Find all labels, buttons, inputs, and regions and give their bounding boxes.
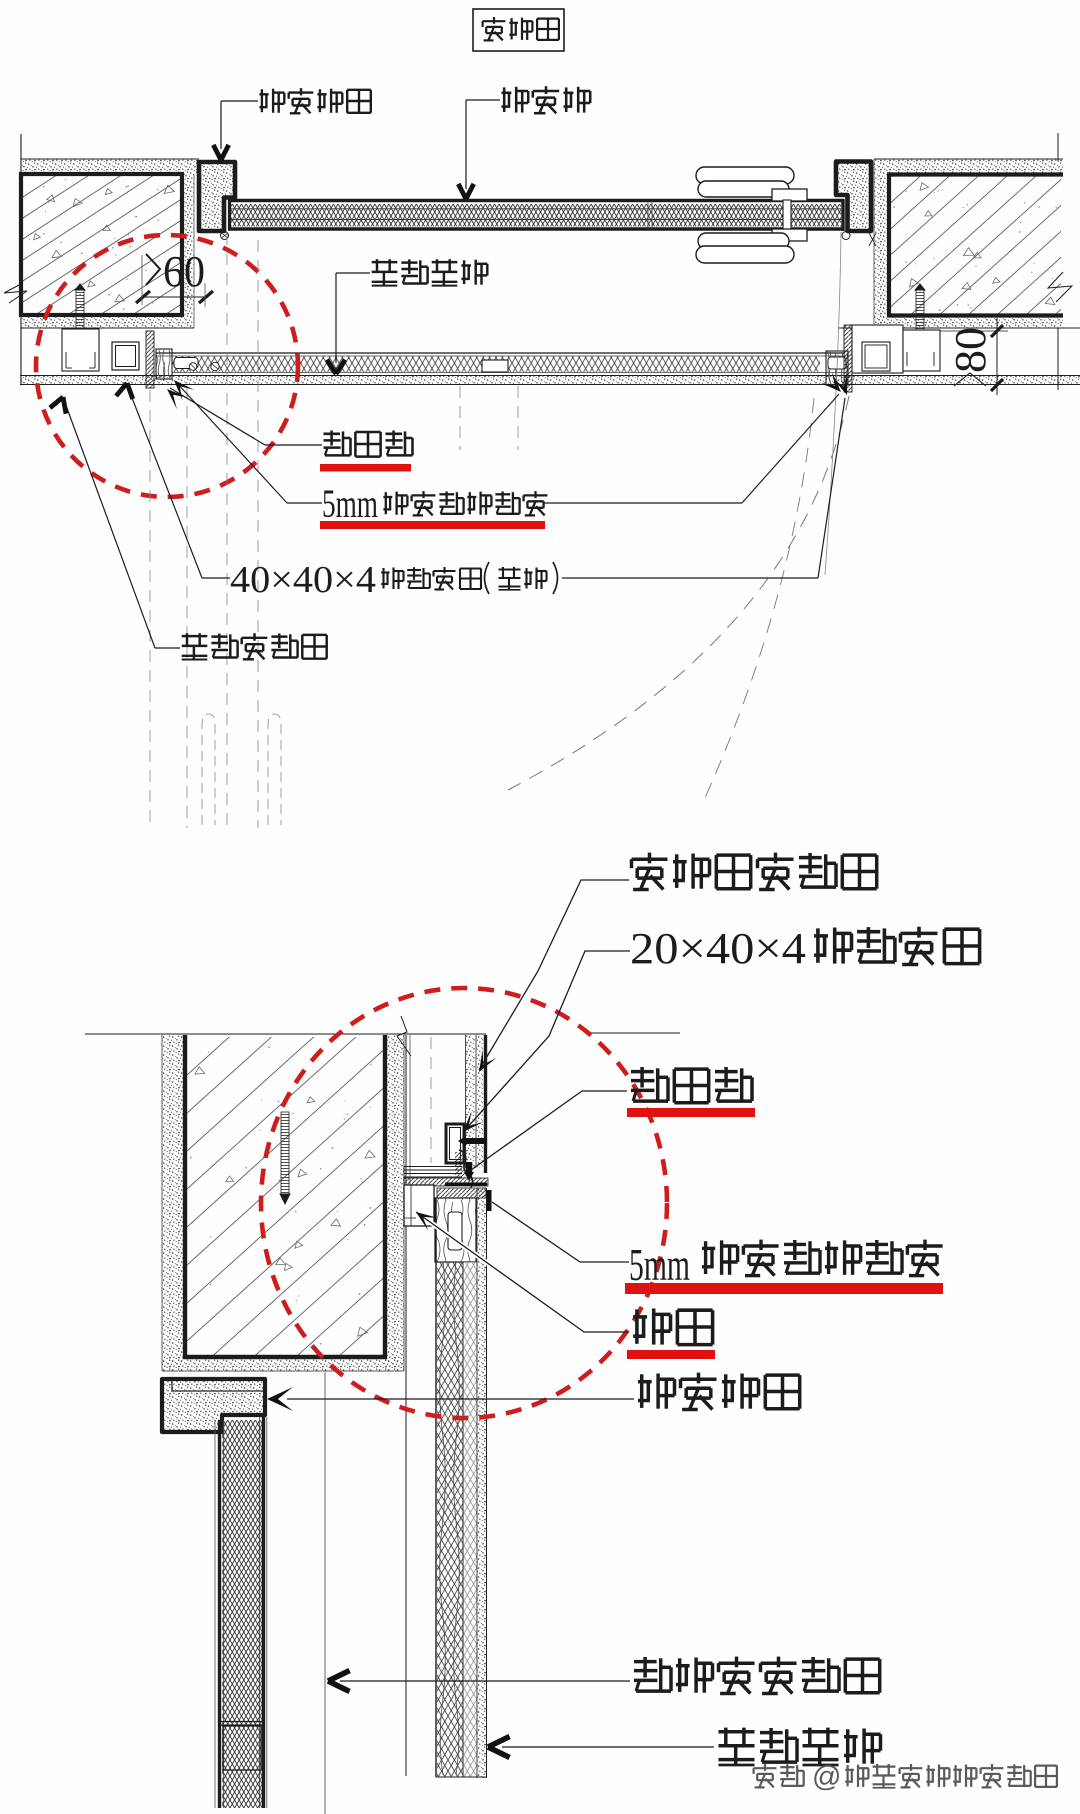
svg-text:@: @ — [816, 1763, 845, 1795]
svg-text:20×40×4: 20×40×4 — [630, 924, 806, 973]
svg-text:5mm: 5mm — [322, 481, 378, 526]
svg-text:40×40×4: 40×40×4 — [230, 559, 376, 601]
svg-text:@: @ — [812, 1761, 841, 1793]
svg-text:60: 60 — [163, 247, 205, 296]
svg-text:5mm: 5mm — [629, 1239, 690, 1290]
svg-text:80: 80 — [946, 327, 995, 373]
